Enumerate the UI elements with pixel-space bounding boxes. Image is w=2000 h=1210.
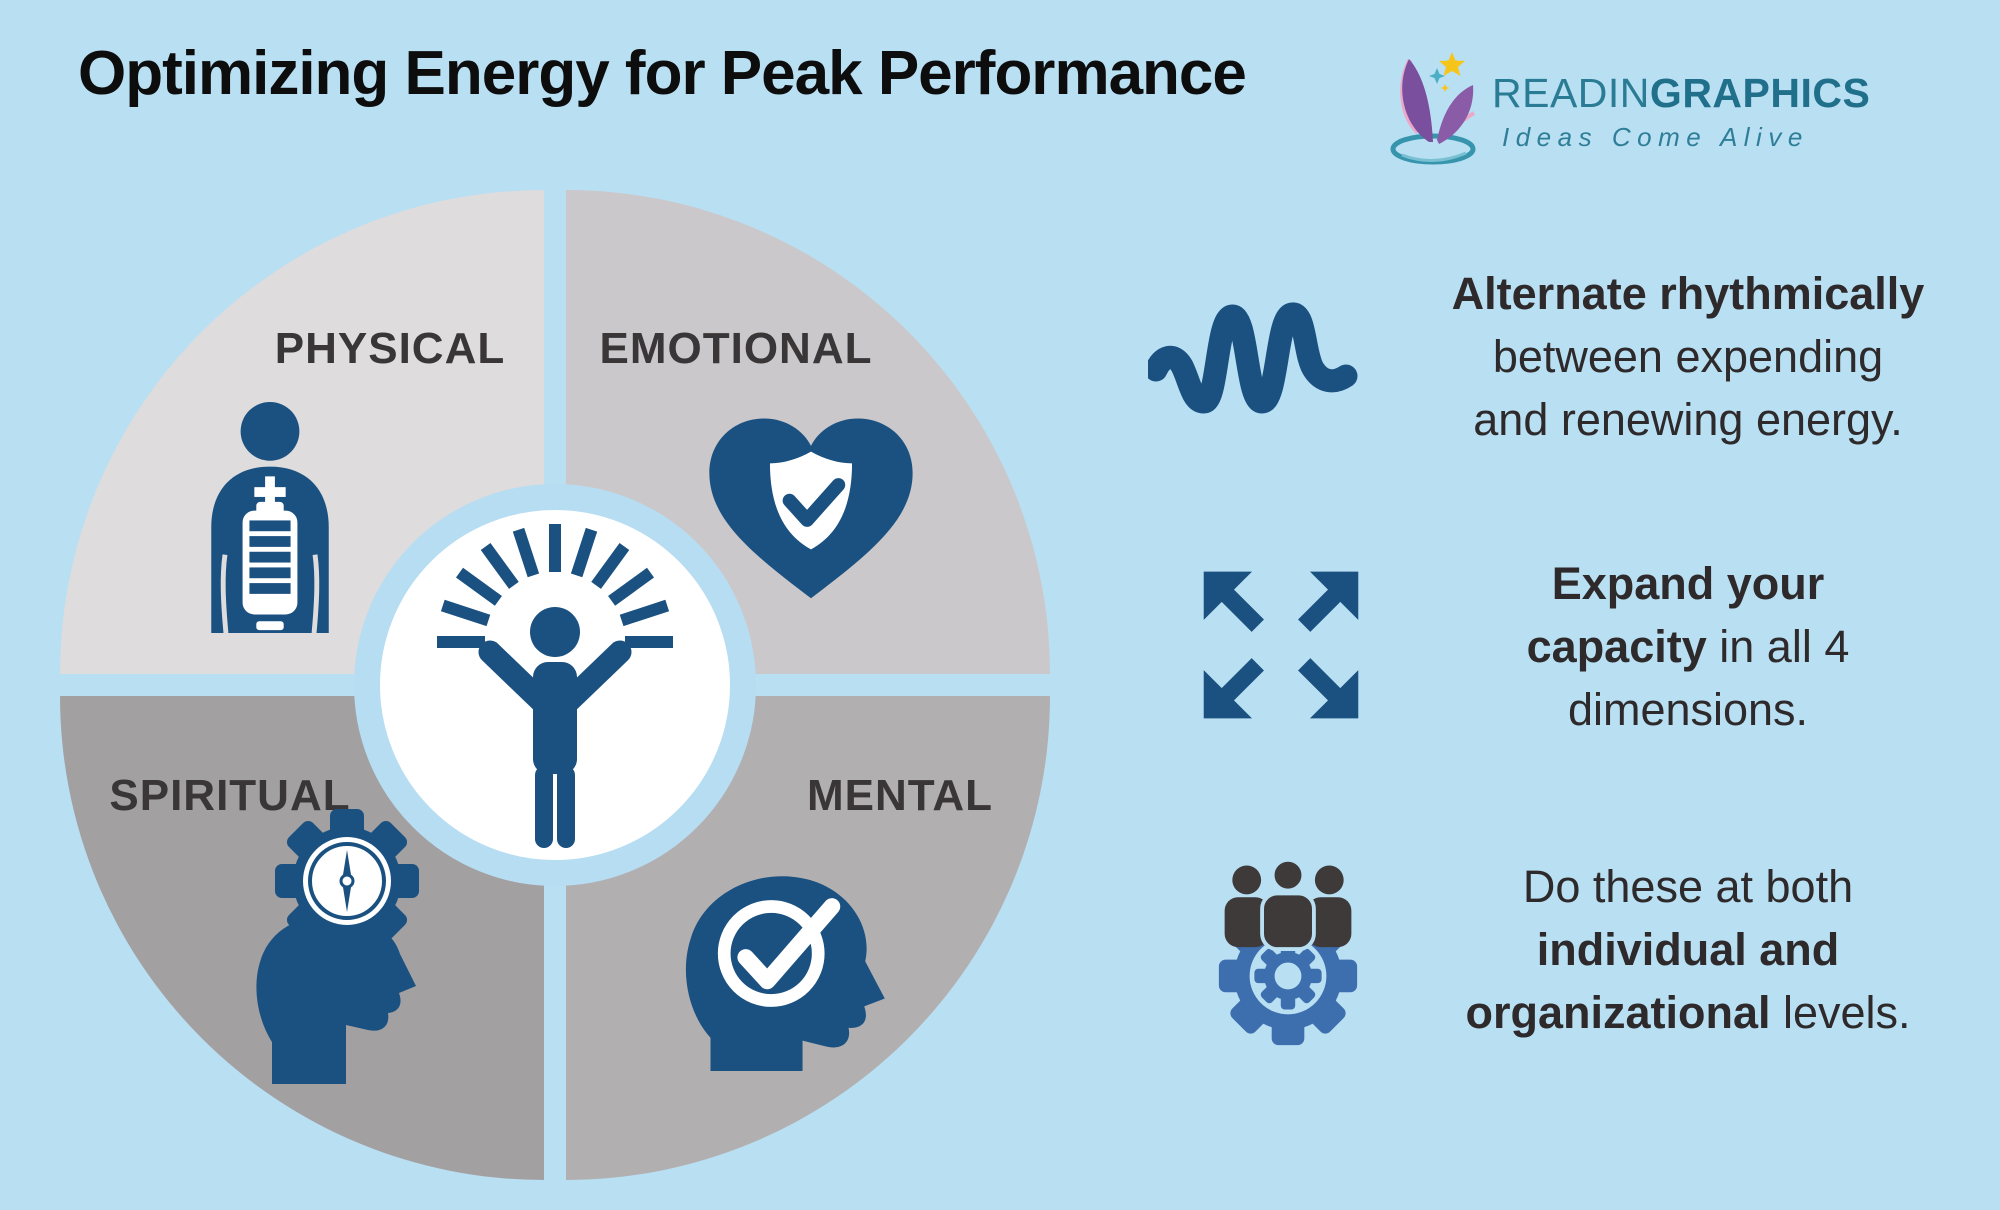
point-line: capacity in all 4 — [1526, 621, 1850, 672]
brand-bold: GRAPHICS — [1649, 70, 1871, 116]
head-gear-compass-icon — [256, 809, 419, 1084]
head-check-icon — [685, 876, 885, 1071]
quadrant-label-physical: PHYSICAL — [274, 324, 506, 373]
point-line: and renewing energy. — [1473, 394, 1903, 445]
point-line: individual and — [1536, 924, 1840, 975]
point-alternate-rhythmically: Alternate rhythmically between expending… — [1408, 262, 1968, 451]
point-line: between expending — [1492, 331, 1884, 382]
wave-icon — [1148, 302, 1358, 414]
expand-arrows-icon — [1203, 571, 1359, 719]
brand-tagline: Ideas Come Alive — [1502, 122, 1809, 152]
point-line: organizational levels. — [1465, 987, 1911, 1038]
quadrant-label-spiritual: SPIRITUAL — [109, 771, 351, 820]
energy-wheel: PHYSICAL EMOTIONAL — [60, 190, 1050, 1180]
body-battery-icon — [211, 401, 329, 634]
point-expand-capacity: Expand your capacity in all 4 dimensions… — [1408, 552, 1968, 741]
people-gear-icon — [1218, 857, 1358, 1046]
quadrant-label-mental: MENTAL — [806, 771, 994, 820]
book-butterfly-icon — [1390, 52, 1476, 165]
person-arms-raised-icon — [437, 524, 673, 848]
point-line: Alternate rhythmically — [1451, 268, 1925, 319]
point-line: Expand your — [1551, 558, 1825, 609]
brand-logo: READINGRAPHICS Ideas Come Alive — [1388, 48, 1948, 168]
brand-light: READIN — [1492, 70, 1650, 116]
page-title: Optimizing Energy for Peak Performance — [78, 39, 1247, 108]
star-icon — [1439, 52, 1465, 76]
point-individual-organizational: Do these at both individual and organiza… — [1408, 855, 1968, 1044]
heart-shield-check-icon — [709, 418, 913, 599]
center-medallion — [354, 484, 756, 886]
point-line: Do these at both — [1522, 861, 1854, 912]
point-line: dimensions. — [1567, 684, 1809, 735]
sparkle-icon — [1429, 68, 1445, 84]
quadrant-label-emotional: EMOTIONAL — [599, 324, 873, 373]
small-star-icon — [1440, 84, 1450, 92]
brand-wordmark: READINGRAPHICS — [1492, 70, 1870, 117]
